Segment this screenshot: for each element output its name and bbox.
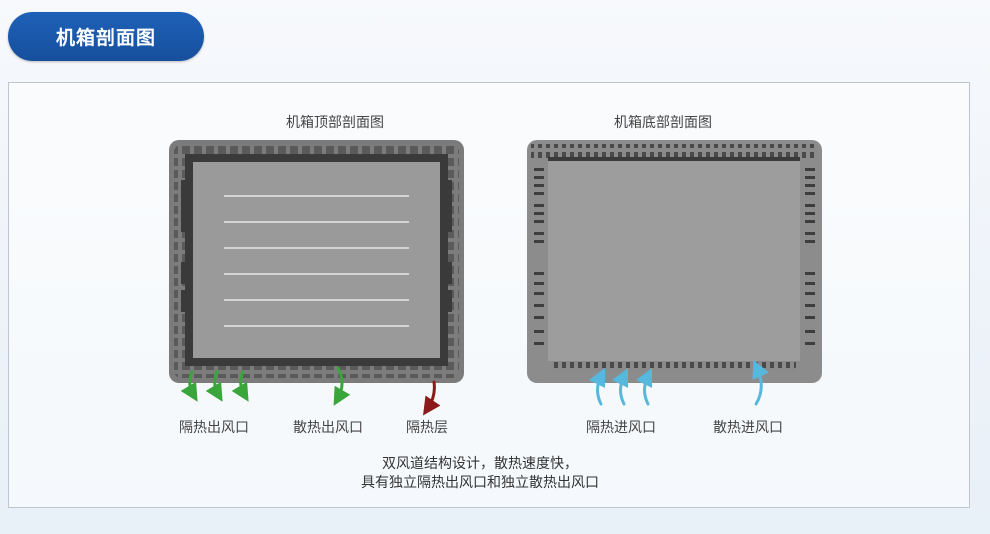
top-inner-cavity — [193, 162, 440, 358]
section-title-pill: 机箱剖面图 — [8, 12, 204, 61]
label-right-inlet: 散热进风口 — [713, 420, 783, 436]
label-insulation: 隔热层 — [406, 420, 448, 436]
bottom-right-slots — [805, 168, 815, 345]
caption-line-1: 双风道结构设计，散热速度快， — [382, 456, 578, 472]
cyan-arrow-icon — [588, 367, 606, 406]
bottom-top-vents — [531, 144, 818, 158]
bottom-left-slots — [534, 168, 544, 345]
section-title: 机箱剖面图 — [55, 27, 156, 49]
cyan-arrow-icon — [611, 367, 629, 406]
bottom-view-title: 机箱底部剖面图 — [614, 115, 712, 131]
top-airflow-arrows — [180, 366, 441, 416]
bottom-view-chassis — [527, 140, 822, 383]
bottom-airflow-arrows — [588, 359, 769, 406]
bottom-inner-cavity — [548, 161, 800, 361]
green-arrow-icon — [231, 370, 249, 402]
green-arrow-icon — [333, 366, 351, 406]
caption-line-2: 具有独立隔热出风口和独立散热出风口 — [361, 475, 599, 491]
green-arrow-icon — [180, 370, 198, 402]
top-fins — [224, 195, 409, 327]
cyan-arrow-icon — [635, 367, 653, 406]
bottom-lower-vents — [552, 361, 796, 371]
label-left-inlet: 隔热进风口 — [586, 420, 656, 436]
cyan-arrow-icon — [752, 359, 769, 406]
label-left-outlet: 隔热出风口 — [179, 420, 249, 436]
label-center-outlet: 散热出风口 — [293, 420, 363, 436]
bottom-top-bar — [548, 157, 800, 161]
green-arrow-icon — [205, 370, 223, 402]
top-view-title: 机箱顶部剖面图 — [286, 115, 384, 131]
red-arrow-icon — [423, 380, 441, 416]
top-view-chassis — [169, 140, 464, 383]
top-side-slots — [181, 180, 452, 312]
